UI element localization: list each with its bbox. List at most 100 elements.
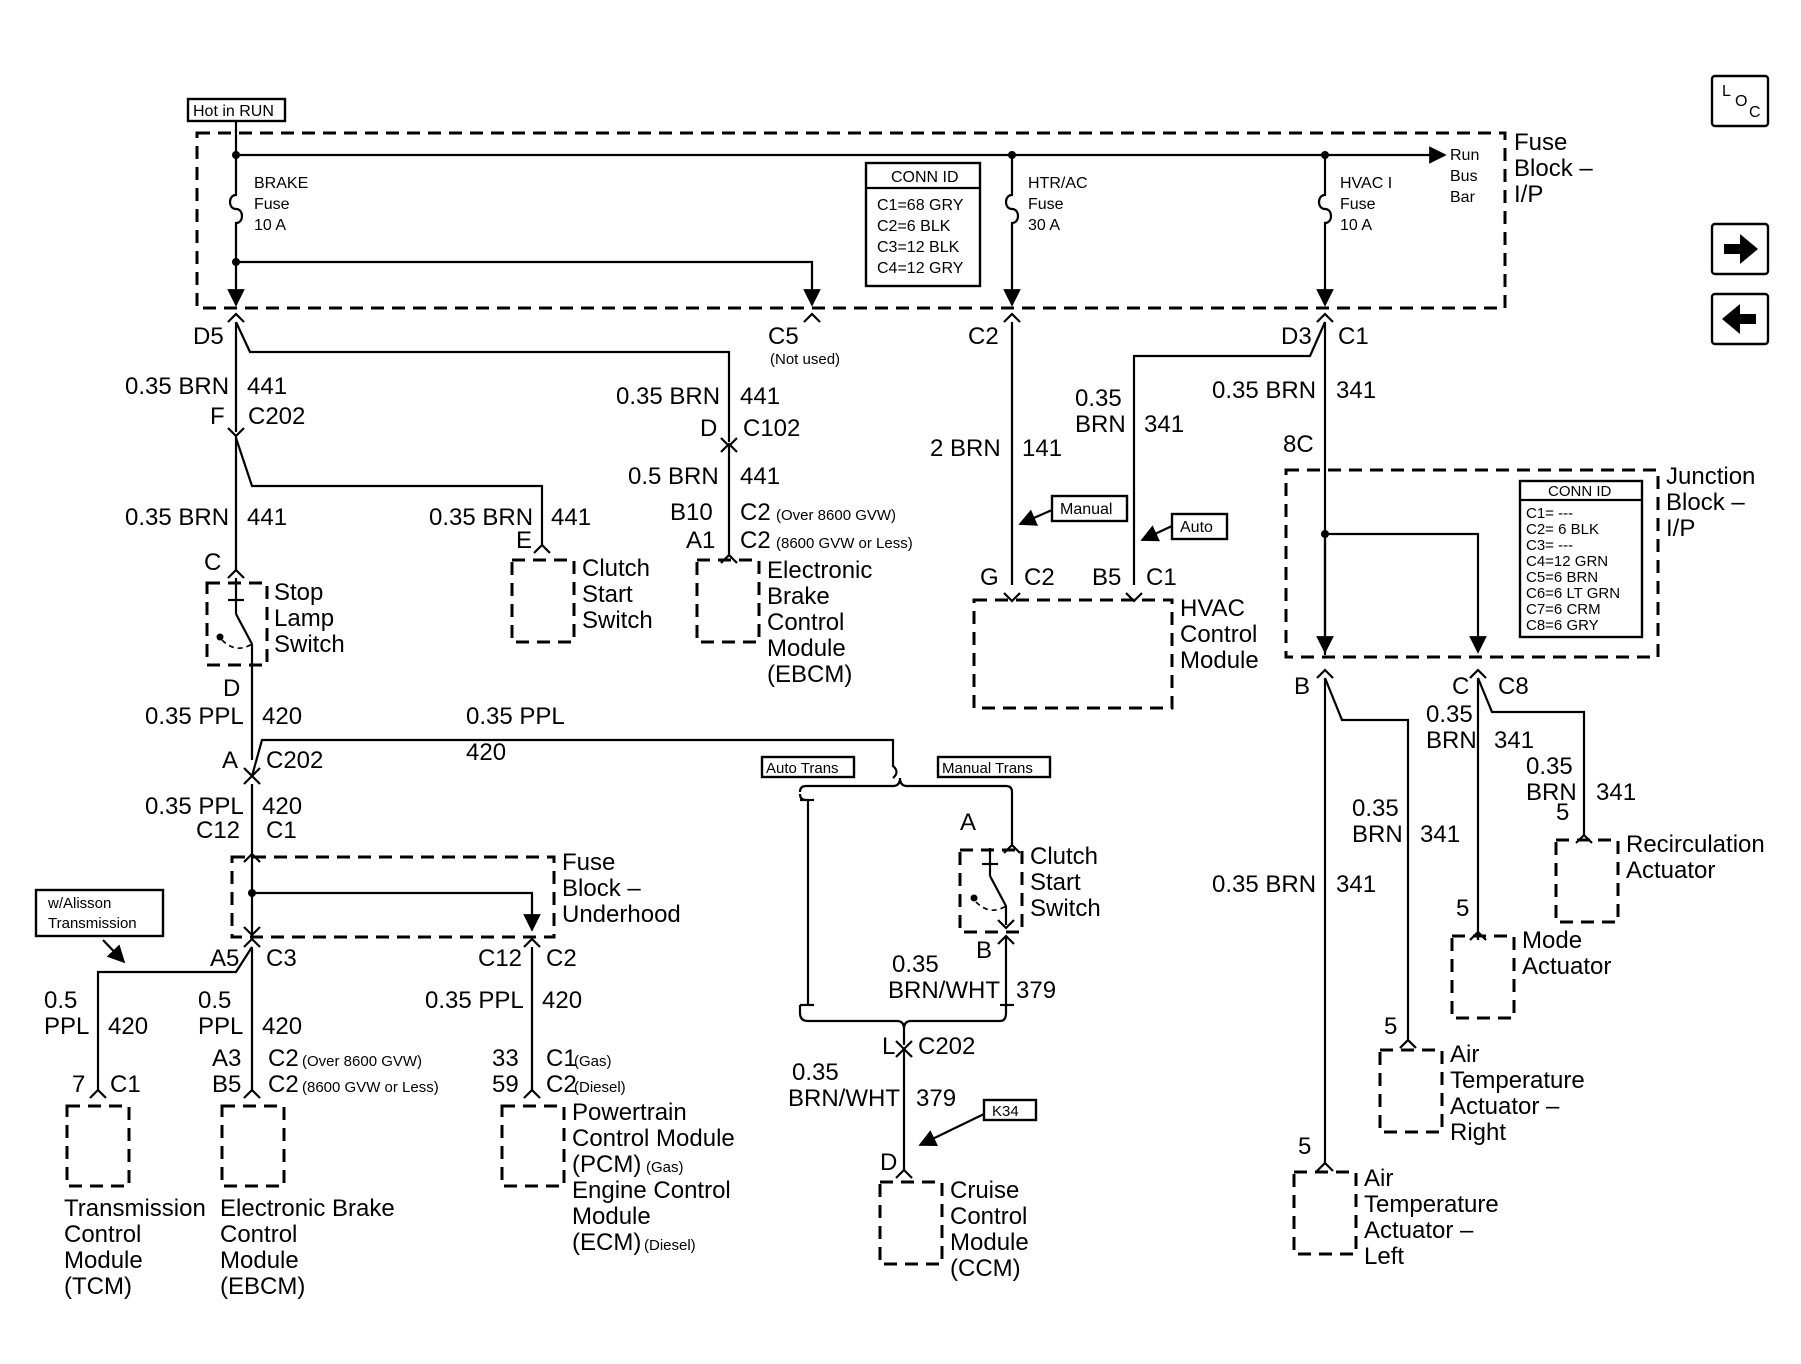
svg-text:(Gas): (Gas) xyxy=(646,1159,684,1176)
svg-text:C8: C8 xyxy=(1498,673,1529,700)
svg-text:441: 441 xyxy=(740,383,780,410)
svg-text:2 BRN: 2 BRN xyxy=(930,435,1001,462)
conn-id-table-junction: CONN ID C1= --- C2= 6 BLK C3= --- C4=12 … xyxy=(1518,479,1644,639)
svg-text:7: 7 xyxy=(72,1071,85,1098)
svg-text:F: F xyxy=(210,403,225,430)
svg-text:420: 420 xyxy=(262,703,302,730)
svg-text:E: E xyxy=(516,527,532,554)
svg-text:C1=68 GRY: C1=68 GRY xyxy=(877,197,964,214)
svg-text:C12: C12 xyxy=(196,817,240,844)
svg-text:CONN ID: CONN ID xyxy=(1548,483,1612,500)
arrow-right-icon xyxy=(1724,234,1758,264)
svg-text:C202: C202 xyxy=(248,403,305,430)
svg-text:C2= 6 BLK: C2= 6 BLK xyxy=(1526,521,1599,538)
svg-text:A: A xyxy=(222,747,238,774)
svg-text:341: 341 xyxy=(1596,779,1636,806)
svg-text:5: 5 xyxy=(1456,895,1469,922)
svg-text:C1: C1 xyxy=(1146,564,1177,591)
svg-text:A: A xyxy=(960,809,976,836)
svg-text:B10: B10 xyxy=(670,499,713,526)
svg-text:C12: C12 xyxy=(478,945,522,972)
hot-in-run-label: Hot in RUN xyxy=(193,103,274,120)
svg-text:C8=6 GRY: C8=6 GRY xyxy=(1526,617,1599,634)
conn-id-table-ip: CONN ID C1=68 GRY C2=6 BLK C3=12 BLK C4=… xyxy=(864,161,982,288)
svg-text:420: 420 xyxy=(262,1013,302,1040)
arrow-left-icon xyxy=(1722,304,1756,334)
loc-button[interactable]: L O C xyxy=(1710,74,1770,128)
svg-text:C1= ---: C1= --- xyxy=(1526,505,1573,522)
svg-text:C4=12 GRY: C4=12 GRY xyxy=(877,260,964,277)
svg-text:B5: B5 xyxy=(212,1071,241,1098)
svg-text:(Over 8600 GVW): (Over 8600 GVW) xyxy=(302,1053,422,1070)
svg-text:C6=6 LT GRN: C6=6 LT GRN xyxy=(1526,585,1620,602)
svg-text:C2: C2 xyxy=(268,1071,299,1098)
brake-fuse-icon xyxy=(227,155,245,307)
svg-text:341: 341 xyxy=(1336,871,1376,898)
svg-text:C5=6 BRN: C5=6 BRN xyxy=(1526,569,1598,586)
svg-text:420: 420 xyxy=(262,793,302,820)
svg-text:B: B xyxy=(1294,673,1310,700)
svg-text:CONN ID: CONN ID xyxy=(891,169,959,186)
svg-text:0.35 PPL: 0.35 PPL xyxy=(145,703,244,730)
svg-text:C2: C2 xyxy=(268,1045,299,1072)
svg-text:A3: A3 xyxy=(212,1045,241,1072)
pcm-circuit: 0.35 PPL 420 33 C1 (Gas) 59 C2 (Diesel) … xyxy=(425,947,735,1256)
svg-text:D: D xyxy=(880,1149,897,1176)
svg-text:C1: C1 xyxy=(546,1045,577,1072)
svg-text:C7=6 CRM: C7=6 CRM xyxy=(1526,601,1601,618)
back-button[interactable] xyxy=(1710,292,1770,346)
forward-button[interactable] xyxy=(1710,222,1770,276)
svg-text:5: 5 xyxy=(1556,799,1569,826)
svg-text:C: C xyxy=(1452,673,1469,700)
svg-text:441: 441 xyxy=(740,463,780,490)
svg-text:5: 5 xyxy=(1298,1133,1311,1160)
svg-text:0.35 BRN: 0.35 BRN xyxy=(1212,377,1316,404)
svg-text:59: 59 xyxy=(492,1071,519,1098)
svg-text:L: L xyxy=(882,1033,895,1060)
svg-text:D: D xyxy=(700,415,717,442)
svg-text:L: L xyxy=(1722,83,1731,100)
svg-text:441: 441 xyxy=(551,504,591,531)
svg-text:0.5 BRN: 0.5 BRN xyxy=(628,463,719,490)
svg-text:341: 341 xyxy=(1494,727,1534,754)
svg-text:C202: C202 xyxy=(266,747,323,774)
svg-text:8C: 8C xyxy=(1283,431,1314,458)
svg-text:420: 420 xyxy=(466,739,506,766)
hvac-fuse-icon xyxy=(1316,155,1334,307)
svg-text:D: D xyxy=(223,675,240,702)
svg-text:(Diesel): (Diesel) xyxy=(644,1237,696,1254)
svg-text:D3: D3 xyxy=(1281,323,1312,350)
svg-text:(Gas): (Gas) xyxy=(574,1053,612,1070)
svg-text:O: O xyxy=(1735,93,1747,110)
svg-text:379: 379 xyxy=(916,1085,956,1112)
svg-text:C2: C2 xyxy=(546,1071,577,1098)
stop-lamp-switch-icon xyxy=(216,578,254,665)
svg-text:(8600 GVW or Less): (8600 GVW or Less) xyxy=(776,535,913,552)
htr-ac-fuse-icon xyxy=(1003,155,1021,307)
svg-text:B5: B5 xyxy=(1092,564,1121,591)
svg-text:B: B xyxy=(976,937,992,964)
svg-text:5: 5 xyxy=(1384,1013,1397,1040)
